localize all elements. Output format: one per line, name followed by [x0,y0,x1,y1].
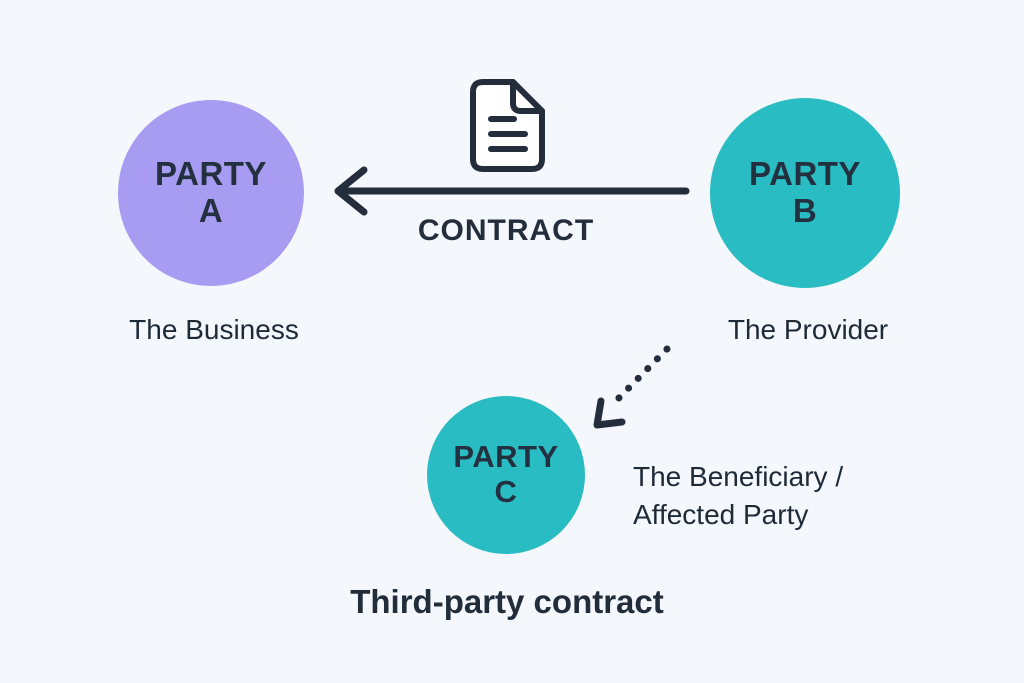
document-icon [470,79,545,172]
diagram-title: Third-party contract [350,583,664,620]
party-a-name-line1: PARTY [155,155,267,193]
party-c-circle: PARTY C [427,396,585,554]
party-c-name-line2: C [494,474,518,509]
party-b-name-line2: B [792,192,818,229]
party-a-name-line2: A [198,192,224,229]
party-c-caption-line2: Affected Party [633,499,809,530]
party-c-caption-line1: The Beneficiary / [633,461,844,492]
party-b-circle: PARTY B [710,98,900,288]
party-c-caption: The Beneficiary / Affected Party [633,458,963,534]
party-b-name-line1: PARTY [749,155,861,193]
third-party-dotted-arrow [593,345,671,429]
contract-arrow [334,166,690,216]
party-a-circle: PARTY A [118,100,304,286]
party-b-caption: The Provider [727,314,889,345]
party-c-name-line1: PARTY [453,439,559,475]
contract-arrow-label: CONTRACT [417,214,595,247]
party-a-caption: The Business [129,314,299,345]
